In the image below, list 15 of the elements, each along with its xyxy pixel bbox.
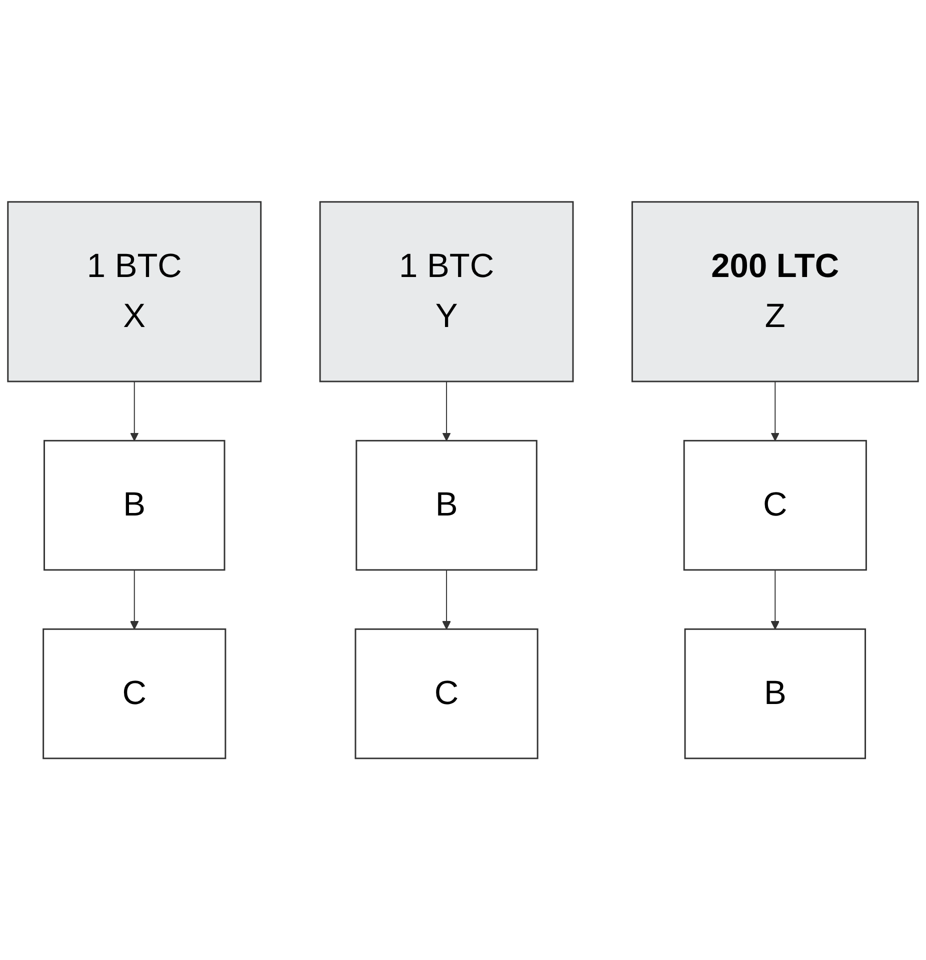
node-box: B: [44, 440, 226, 571]
node-box: 1 BTC X: [7, 201, 262, 382]
node-box: B: [356, 440, 538, 571]
node-box: C: [683, 440, 867, 571]
arrow: [442, 380, 451, 441]
arrow: [770, 569, 780, 630]
node-box: 1 BTC Y: [319, 201, 574, 382]
node-box: B: [684, 628, 866, 759]
arrow: [130, 380, 139, 441]
node-box: C: [42, 628, 226, 759]
arrow: [770, 380, 780, 441]
node-box: 200 LTC Z: [631, 201, 919, 382]
node-box: C: [354, 628, 538, 759]
arrow: [442, 569, 451, 630]
arrow: [130, 569, 139, 630]
